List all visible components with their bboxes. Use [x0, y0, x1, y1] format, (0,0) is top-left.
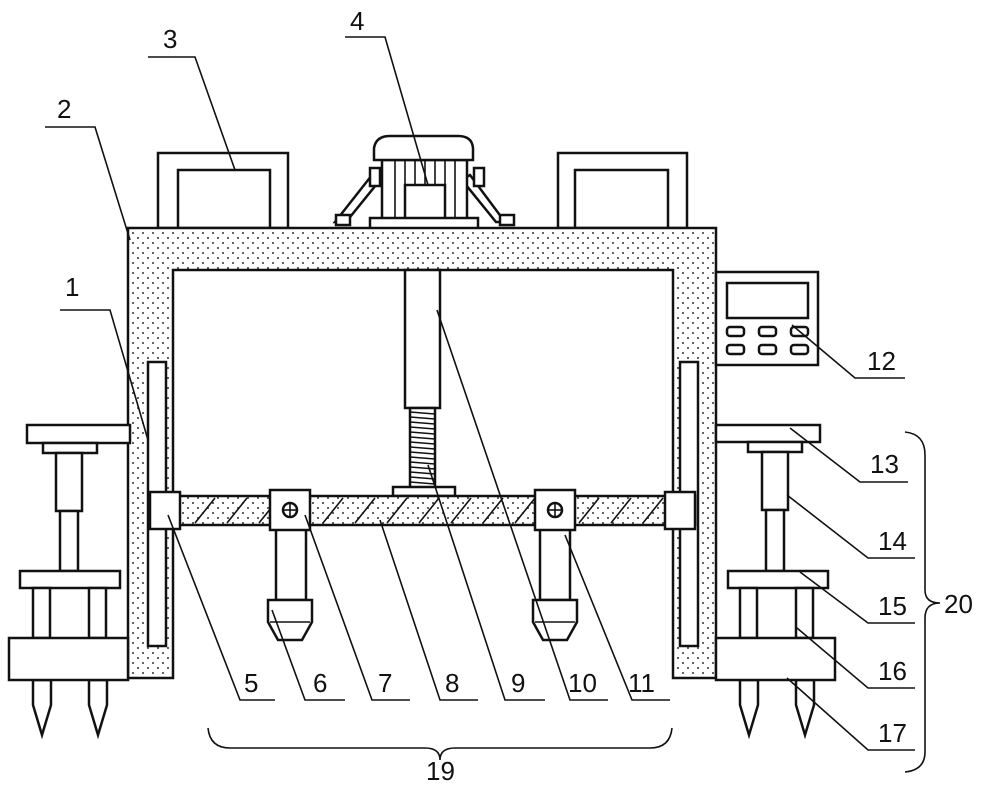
label-6: 6 [313, 668, 327, 698]
label-1: 1 [65, 272, 79, 302]
left-support-assembly [9, 425, 130, 735]
end-block-left [150, 492, 180, 529]
control-panel [716, 272, 818, 365]
top-box-left [158, 153, 288, 228]
label-10: 10 [568, 668, 597, 698]
label-12: 12 [867, 346, 896, 376]
motor [335, 136, 514, 230]
label-20: 20 [944, 589, 973, 619]
label-4: 4 [350, 6, 364, 36]
label-16: 16 [878, 656, 907, 686]
spring [410, 408, 435, 490]
end-block-right [665, 492, 695, 529]
label-11: 11 [628, 668, 655, 698]
top-box-right [558, 153, 687, 228]
label-15: 15 [878, 591, 907, 621]
right-support-assembly [716, 425, 835, 735]
label-5: 5 [244, 668, 258, 698]
label-13: 13 [870, 449, 899, 479]
cylinder [405, 270, 440, 408]
rod-base [393, 487, 455, 496]
label-8: 8 [445, 668, 459, 698]
label-9: 9 [511, 668, 525, 698]
label-2: 2 [57, 94, 71, 124]
slider-right [533, 490, 577, 640]
label-17: 17 [878, 718, 907, 748]
label-19: 19 [426, 756, 455, 786]
label-14: 14 [878, 526, 907, 556]
label-7: 7 [378, 668, 392, 698]
label-3: 3 [163, 24, 177, 54]
